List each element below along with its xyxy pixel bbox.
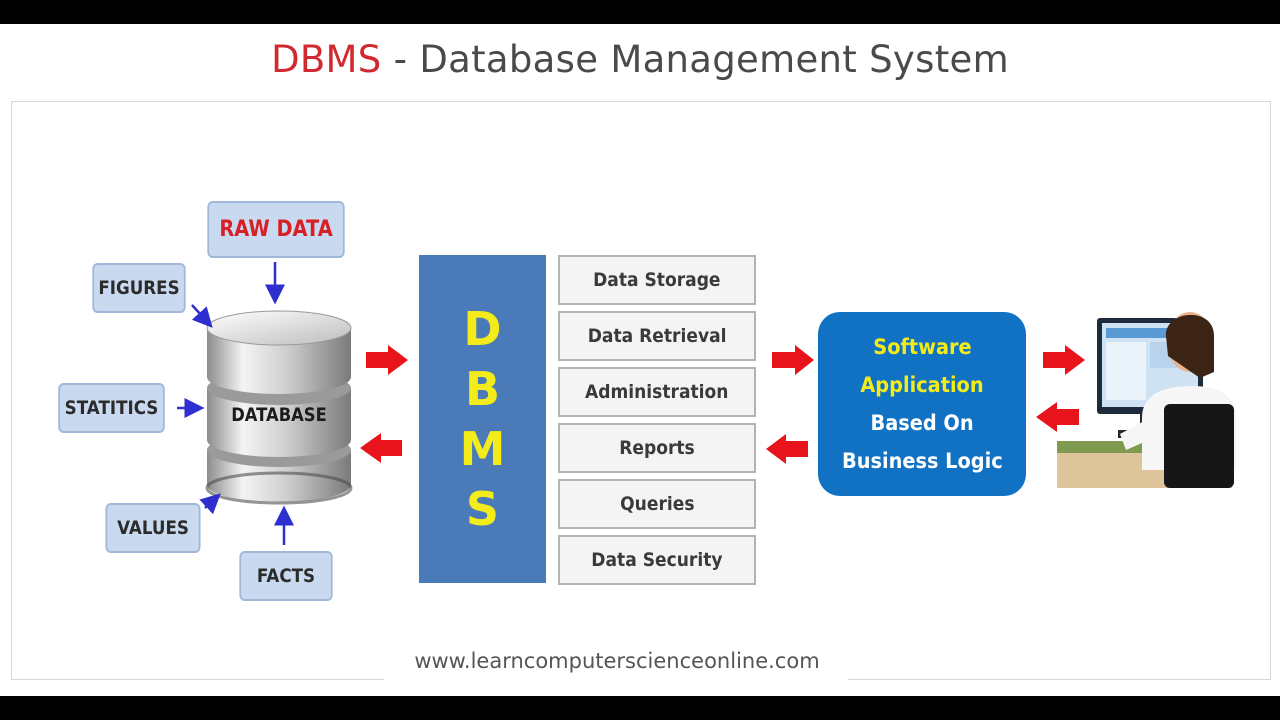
- figures-arrow: [191, 304, 213, 328]
- function-label: Reports: [619, 437, 695, 459]
- software-application-box: Software Application Based On Business L…: [818, 312, 1026, 496]
- function-data-security: Data Security: [558, 535, 756, 585]
- dbms-block: D B M S: [419, 255, 546, 583]
- dbms-letter-b: B: [464, 362, 501, 416]
- statistics-label: STATITICS: [64, 397, 159, 419]
- arrow-left-icon: [1036, 402, 1079, 432]
- facts-label: FACTS: [256, 565, 316, 587]
- figures-box: FIGURES: [92, 263, 186, 313]
- function-reports: Reports: [558, 423, 756, 473]
- letterbox-top: [0, 0, 1280, 24]
- computer-user-icon: [1057, 312, 1236, 488]
- function-data-retrieval: Data Retrieval: [558, 311, 756, 361]
- dbms-letter-d: D: [463, 302, 502, 356]
- database-cylinder-icon: [205, 310, 353, 505]
- function-label: Data Retrieval: [587, 325, 727, 347]
- values-arrow: [199, 493, 221, 515]
- footer-background: [384, 640, 848, 682]
- title-rest: - Database Management System: [381, 38, 1009, 81]
- values-label: VALUES: [117, 517, 189, 539]
- raw-data-box: RAW DATA: [207, 201, 345, 258]
- arrow-right-icon: [772, 345, 814, 375]
- footer-url: www.learncomputerscienceonline.com: [414, 649, 820, 673]
- function-label: Administration: [585, 381, 729, 403]
- title-accent: DBMS: [271, 38, 382, 81]
- page-title: DBMS - Database Management System: [0, 38, 1280, 81]
- app-line-4: Business Logic: [841, 449, 1003, 473]
- letterbox-bottom: [0, 696, 1280, 720]
- function-label: Data Storage: [593, 269, 721, 291]
- app-line-2: Application: [860, 373, 984, 397]
- raw-data-label: RAW DATA: [219, 217, 333, 242]
- database-label: DATABASE: [231, 404, 327, 426]
- arrow-left-icon: [766, 434, 808, 464]
- dbms-letter-m: M: [459, 422, 506, 476]
- arrow-right-icon: [1043, 345, 1085, 375]
- arrow-right-icon: [366, 345, 408, 375]
- dbms-letter-s: S: [465, 482, 500, 536]
- function-label: Data Security: [591, 549, 723, 571]
- function-queries: Queries: [558, 479, 756, 529]
- values-box: VALUES: [105, 503, 201, 553]
- statistics-box: STATITICS: [58, 383, 165, 433]
- figures-label: FIGURES: [98, 277, 180, 299]
- function-label: Queries: [619, 493, 695, 515]
- facts-box: FACTS: [239, 551, 333, 601]
- app-line-3: Based On: [870, 411, 974, 435]
- function-data-storage: Data Storage: [558, 255, 756, 305]
- arrow-left-icon: [360, 433, 402, 463]
- function-administration: Administration: [558, 367, 756, 417]
- app-line-1: Software: [872, 335, 972, 359]
